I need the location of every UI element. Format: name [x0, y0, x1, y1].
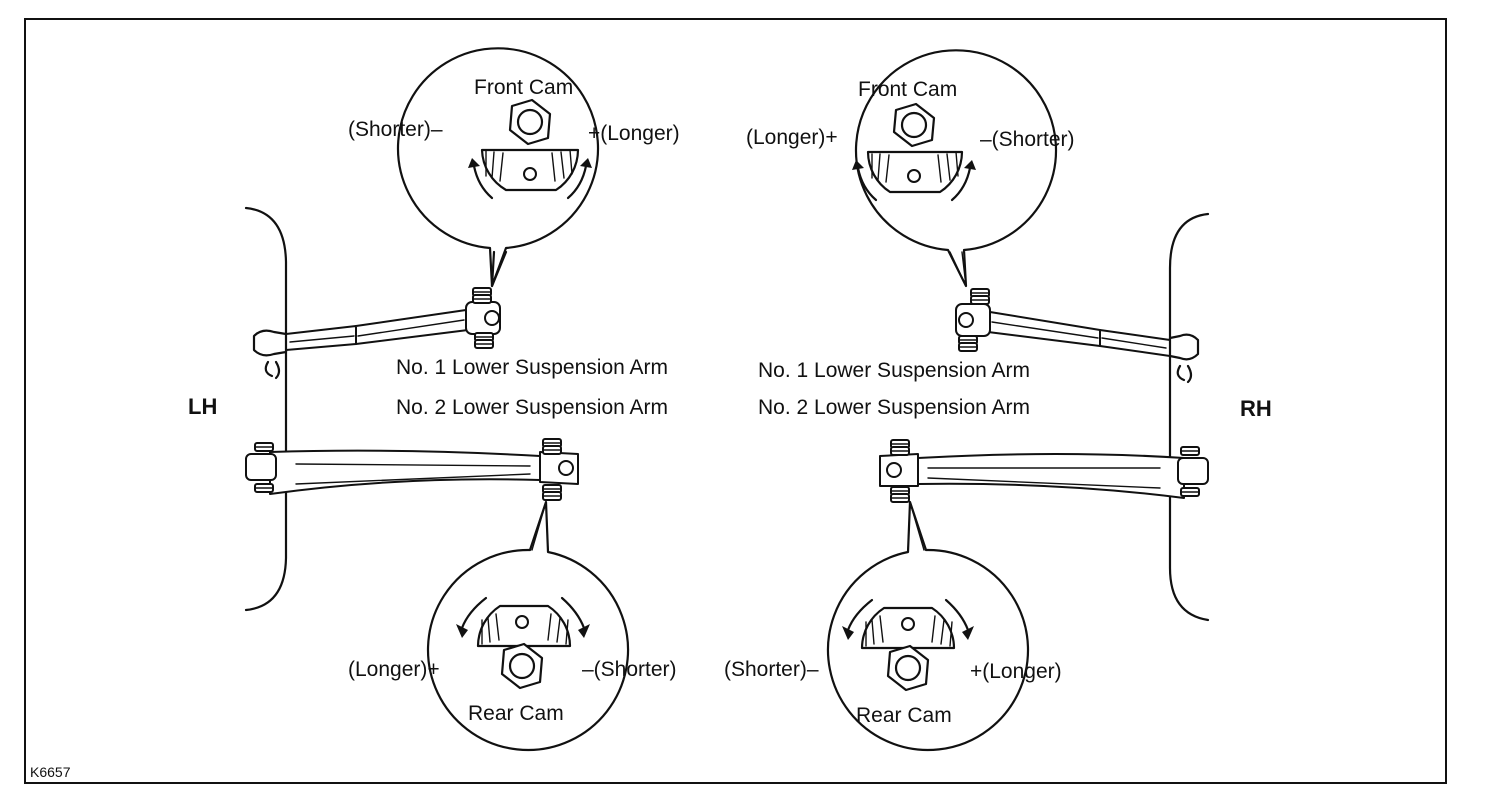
lh-front-cam-longer: +(Longer): [588, 122, 680, 145]
rh-label: RH: [1240, 396, 1272, 421]
rh-wheel-outline: [1168, 212, 1210, 622]
lh-wheel-outline: [244, 206, 288, 612]
lh-label: LH: [188, 394, 217, 419]
lh-rear-cam-longer: (Longer)+: [348, 658, 440, 681]
rh-rear-cam-shorter: (Shorter)–: [724, 658, 819, 681]
lh-front-cam-title: Front Cam: [474, 76, 573, 99]
rh-front-cam-title: Front Cam: [858, 78, 957, 101]
rh-no1-arm-label: No. 1 Lower Suspension Arm: [758, 359, 1030, 382]
rh-rear-cam-longer: +(Longer): [970, 660, 1062, 683]
rh-rear-cam-callout: [826, 500, 1030, 752]
figure-border: [24, 18, 1447, 784]
lh-front-cam-shorter: (Shorter)–: [348, 118, 443, 141]
rh-front-cam-longer: (Longer)+: [746, 126, 838, 149]
lh-no2-arm-label: No. 2 Lower Suspension Arm: [396, 396, 668, 419]
lh-no1-lower-arm: [252, 287, 501, 380]
rh-front-cam-callout: [852, 49, 1058, 288]
rh-no2-arm-label: No. 2 Lower Suspension Arm: [758, 396, 1030, 419]
rh-no2-lower-arm: [879, 439, 1209, 503]
lh-no2-lower-arm: [245, 438, 579, 501]
rh-rear-cam-title: Rear Cam: [856, 704, 952, 727]
figure-id: K6657: [30, 764, 71, 780]
lh-rear-cam-shorter: –(Shorter): [582, 658, 677, 681]
lh-front-cam-callout: [396, 47, 600, 288]
rh-front-cam-shorter: –(Shorter): [980, 128, 1075, 151]
lh-no1-arm-label: No. 1 Lower Suspension Arm: [396, 356, 668, 379]
rh-no1-lower-arm: [955, 288, 1200, 384]
lh-rear-cam-callout: [426, 500, 630, 752]
lh-rear-cam-title: Rear Cam: [468, 702, 564, 725]
